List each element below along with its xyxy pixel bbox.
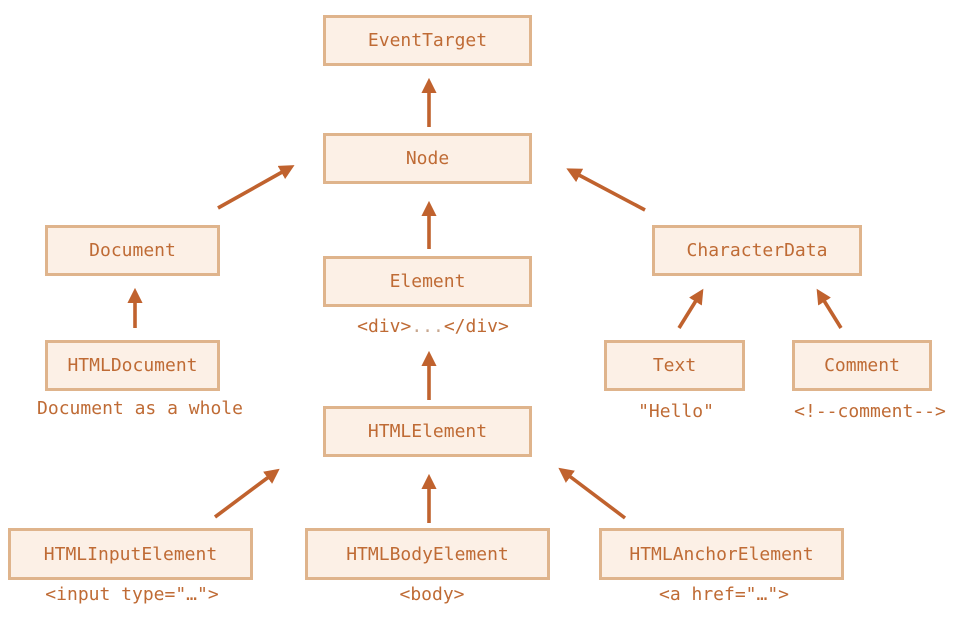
node-document: Document bbox=[45, 225, 220, 276]
node-comment: Comment bbox=[792, 340, 932, 391]
node-htmlinputelement: HTMLInputElement bbox=[8, 528, 253, 580]
caption-htmlinputelement: <input type="…"> bbox=[45, 584, 219, 605]
caption-text: "Hello" bbox=[638, 401, 714, 422]
caption-htmldocument: Document as a whole bbox=[37, 398, 243, 419]
arrow-text-to-characterdata bbox=[677, 288, 704, 329]
node-element: Element bbox=[323, 256, 532, 307]
caption-element-open: <div> bbox=[357, 316, 412, 337]
caption-comment: <!--comment--> bbox=[794, 401, 946, 422]
node-htmldocument: HTMLDocument bbox=[45, 340, 220, 391]
node-htmlelement: HTMLElement bbox=[323, 406, 532, 457]
node-eventtarget: EventTarget bbox=[323, 15, 532, 66]
arrow-document-to-node bbox=[217, 165, 295, 210]
node-text: Text bbox=[604, 340, 745, 391]
node-characterdata: CharacterData bbox=[652, 225, 862, 276]
node-htmlbodyelement: HTMLBodyElement bbox=[305, 528, 550, 580]
arrow-comment-to-characterdata bbox=[816, 288, 843, 329]
node-htmlanchorelement: HTMLAnchorElement bbox=[599, 528, 844, 580]
node-node: Node bbox=[323, 133, 532, 184]
caption-element-close: </div> bbox=[443, 316, 509, 337]
caption-htmlbodyelement: <body> bbox=[399, 584, 465, 605]
arrow-htmlanchorelement-to-htmlelement bbox=[558, 467, 627, 520]
caption-element: <div>...</div> bbox=[357, 316, 509, 338]
caption-element-dots: ... bbox=[411, 316, 444, 337]
arrow-htmlinputelement-to-htmlelement bbox=[213, 468, 280, 519]
arrow-characterdata-to-node bbox=[566, 168, 646, 212]
caption-htmlanchorelement: <a href="…"> bbox=[658, 584, 790, 605]
